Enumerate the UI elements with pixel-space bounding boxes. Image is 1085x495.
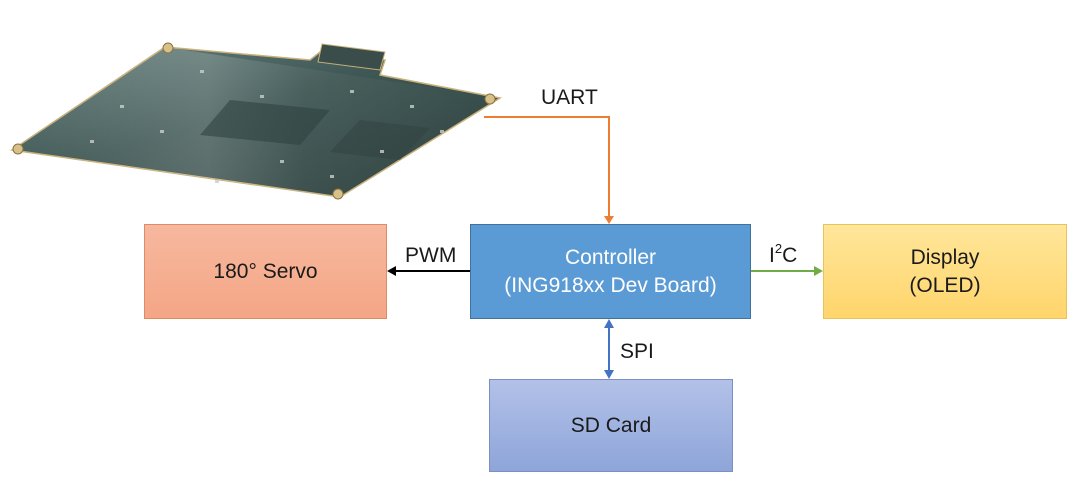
controller-label: Controller: [564, 245, 657, 269]
i2c-arrowhead: [814, 266, 823, 276]
display-block: Display (OLED): [823, 224, 1067, 319]
servo-block: 180° Servo: [144, 224, 387, 319]
uart-label: UART: [541, 86, 598, 109]
spi-arrowhead-up: [604, 319, 614, 328]
spi-label: SPI: [620, 340, 654, 363]
uart-connector: [484, 116, 610, 218]
pwm-arrowhead: [387, 266, 396, 276]
display-label: Display: [910, 245, 980, 269]
i2c-label: I2C: [769, 241, 798, 268]
i2c-label-base: I: [769, 244, 775, 267]
sdcard-block: SD Card: [489, 379, 733, 472]
i2c-label-suffix: C: [782, 244, 798, 267]
i2c-label-superscript: 2: [774, 241, 783, 256]
controller-block: Controller (ING918xx Dev Board): [470, 224, 751, 319]
controller-sublabel: (ING918xx Dev Board): [504, 273, 717, 297]
display-sublabel: (OLED): [909, 273, 981, 297]
servo-label: 180° Servo: [213, 259, 318, 283]
pwm-label: PWM: [405, 244, 457, 267]
connector-strip: [317, 43, 386, 71]
uart-arrowhead: [604, 216, 614, 224]
dev-board-image: [9, 42, 503, 200]
sdcard-label: SD Card: [570, 413, 652, 437]
spi-arrowhead-down: [604, 370, 614, 379]
